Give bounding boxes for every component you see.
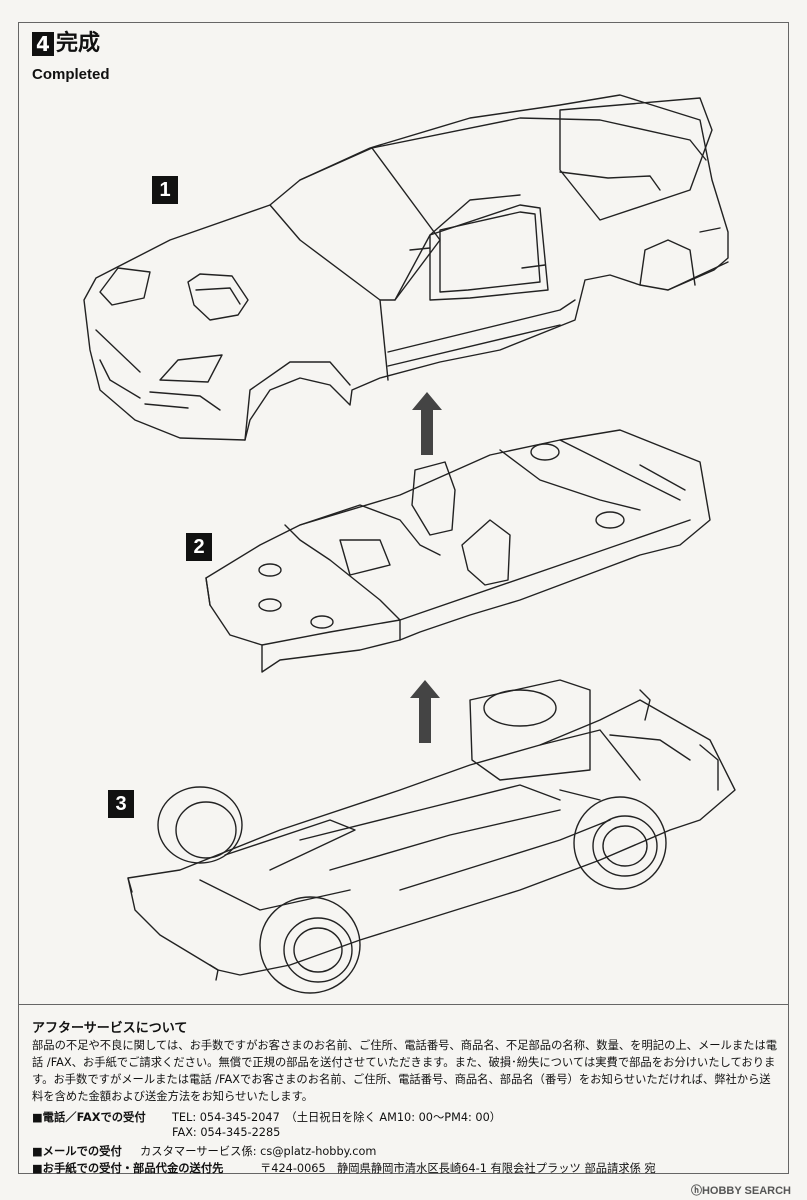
- fax-value: FAX: 054-345-2285: [172, 1126, 281, 1139]
- after-service-section: アフターサービスについて 部品の不足や不良に関しては、お手数ですがお客さまのお名…: [18, 1004, 789, 1175]
- part-badge-1: 1: [152, 176, 178, 204]
- assembly-illustration: [83, 94, 736, 994]
- interior-drawing: [205, 429, 711, 673]
- phone-value: TEL: 054-345-2047 （土日祝日を除く AM10: 00〜PM4:…: [172, 1111, 502, 1124]
- page-frame: [18, 22, 789, 1174]
- after-service-title: アフターサービスについて: [32, 1021, 188, 1036]
- step-title: 完成: [56, 31, 101, 56]
- wheel-rear-left: [259, 896, 361, 994]
- phone-row: ■電話／FAXでの受付 TEL: 054-345-2047 （土日祝日を除く AM…: [32, 1109, 501, 1125]
- part-badge-3: 3: [108, 790, 134, 818]
- after-service-body: 部品の不足や不良に関しては、お手数ですがお客さまのお名前、ご住所、電話番号、商品…: [32, 1039, 778, 1103]
- step-subtitle: Completed: [32, 66, 110, 83]
- chassis-drawing: [127, 679, 736, 994]
- mail-value: カスタマーサービス係: cs@platz-hobby.com: [140, 1145, 377, 1158]
- step-number: 4: [32, 32, 54, 56]
- car-body-drawing: [83, 94, 729, 441]
- phone-label: ■電話／FAXでの受付: [32, 1111, 146, 1124]
- fax-row: FAX: 054-345-2285: [172, 1126, 280, 1139]
- part-badge-2: 2: [186, 533, 212, 561]
- post-row: ■お手紙での受付・部品代金の送付先 〒424-0065 静岡県静岡市清水区長崎64…: [32, 1160, 656, 1176]
- wheel-front-left: [157, 786, 243, 864]
- mail-row: ■メールでの受付 カスタマーサービス係: cs@platz-hobby.com: [32, 1143, 376, 1159]
- post-label: ■お手紙での受付・部品代金の送付先: [32, 1162, 224, 1175]
- wheel-rear-right: [573, 796, 667, 890]
- watermark: ⓗHOBBY SEARCH: [690, 1185, 791, 1197]
- up-arrow-2: [410, 680, 440, 743]
- post-value: 〒424-0065 静岡県静岡市清水区長崎64-1 有限会社プラッツ 部品請求係…: [260, 1162, 656, 1175]
- up-arrow-1: [412, 392, 442, 455]
- spare-tire: [483, 689, 557, 727]
- mail-label: ■メールでの受付: [32, 1145, 122, 1158]
